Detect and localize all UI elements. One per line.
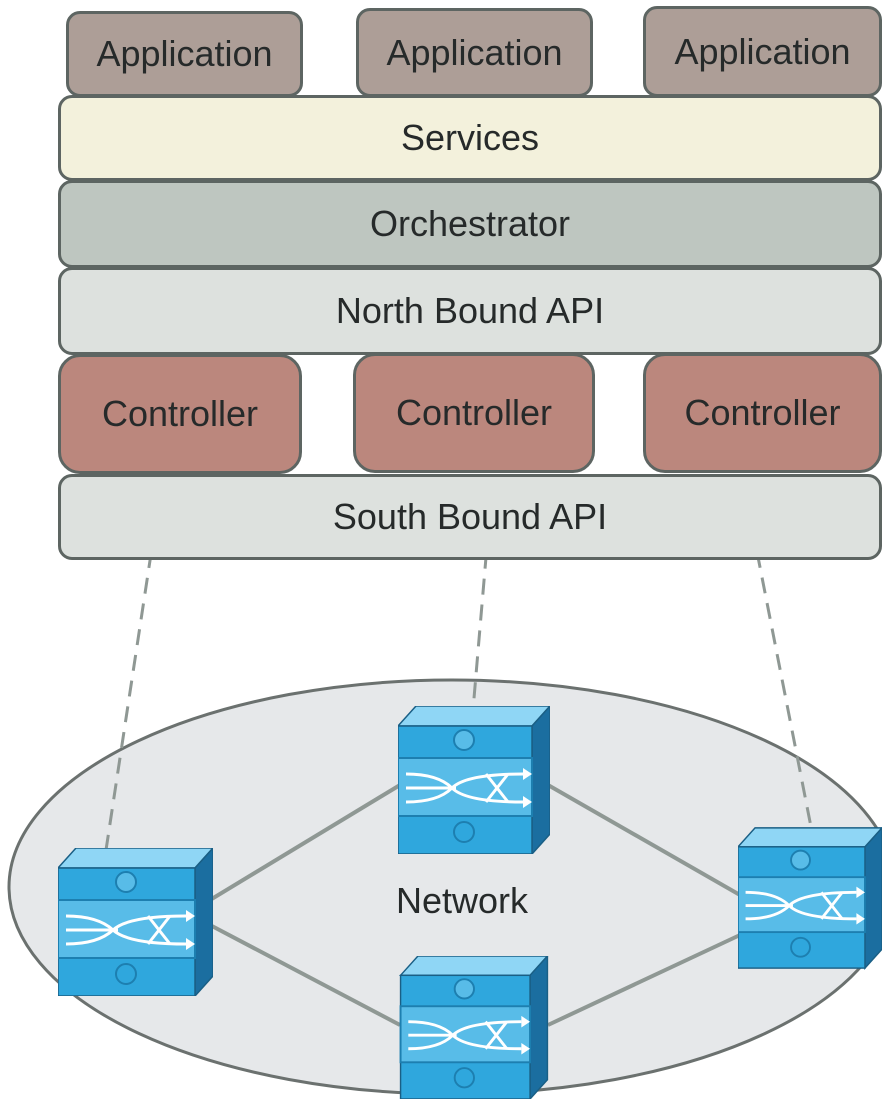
application-label: Application bbox=[674, 30, 851, 72]
application-box-2: Application bbox=[356, 8, 593, 97]
south-bound-api-layer: South Bound API bbox=[58, 474, 882, 560]
application-box-3: Application bbox=[643, 6, 882, 97]
network-switch-icon bbox=[58, 848, 213, 996]
controller-label: Controller bbox=[684, 392, 841, 433]
south-bound-api-label: South Bound API bbox=[332, 496, 608, 537]
orchestrator-layer: Orchestrator bbox=[58, 180, 882, 268]
north-bound-api-label: North Bound API bbox=[335, 290, 605, 331]
services-layer: Services bbox=[58, 95, 882, 181]
services-label: Services bbox=[400, 117, 540, 158]
orchestrator-label: Orchestrator bbox=[369, 203, 571, 244]
network-switch-icon bbox=[398, 956, 549, 1099]
application-label: Application bbox=[386, 31, 563, 73]
network-switch-icon bbox=[738, 826, 882, 970]
network-switch-icon bbox=[398, 706, 550, 854]
north-bound-api-layer: North Bound API bbox=[58, 267, 882, 355]
controller-label: Controller bbox=[101, 393, 259, 434]
network-link bbox=[208, 783, 402, 902]
network-link bbox=[547, 933, 741, 1027]
controller-box-2: Controller bbox=[353, 353, 595, 473]
network-link bbox=[547, 783, 741, 897]
network-link bbox=[209, 923, 401, 1027]
controller-label: Controller bbox=[395, 392, 553, 433]
application-label: Application bbox=[96, 33, 273, 74]
controller-box-1: Controller bbox=[58, 354, 302, 474]
network-label: Network bbox=[396, 880, 529, 921]
controller-box-3: Controller bbox=[643, 353, 882, 473]
application-box-1: Application bbox=[66, 11, 303, 97]
